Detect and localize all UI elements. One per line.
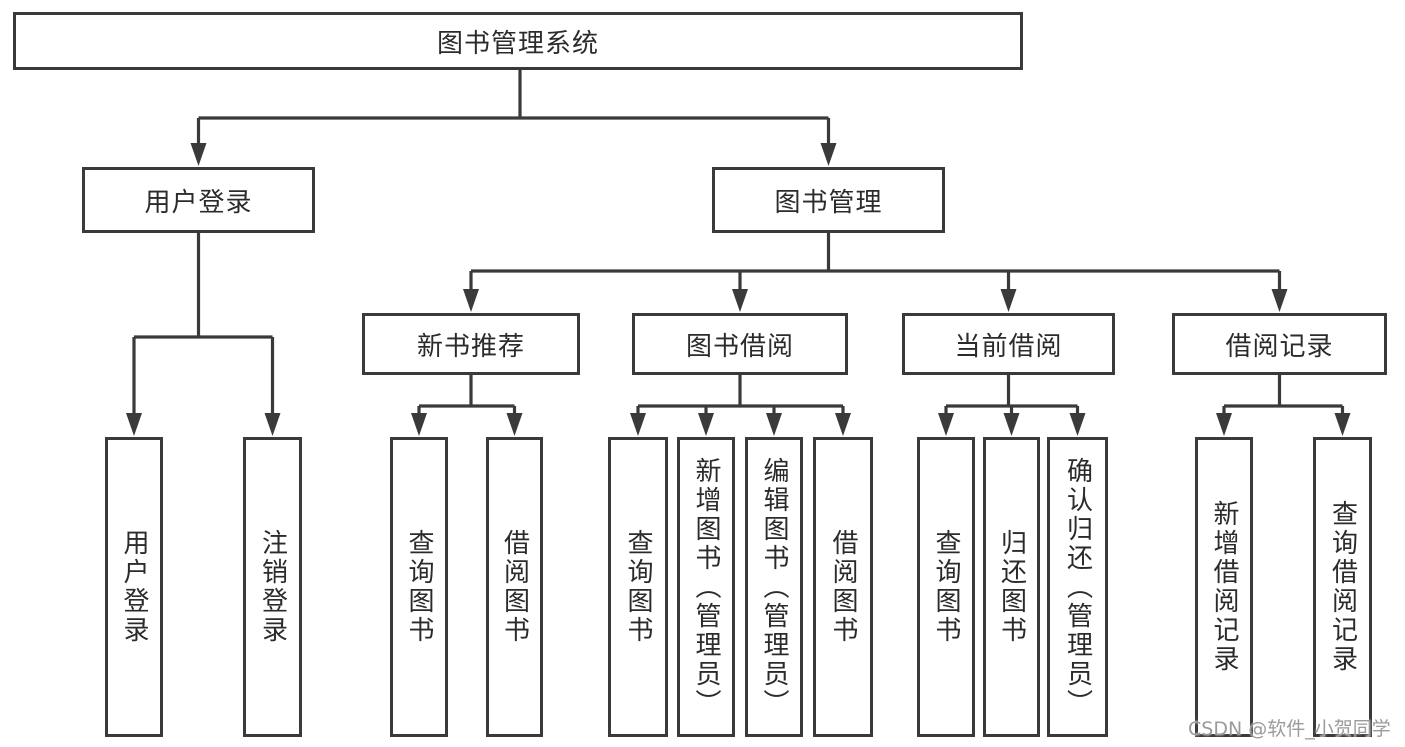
arrow-down-icon [1271, 289, 1288, 312]
connector-new-book-to-leaves [417, 375, 517, 415]
leaf-label: 查询图书 [404, 529, 434, 645]
arrow-down-icon [938, 413, 954, 436]
leaf-borrow-books: 借阅图书 [813, 437, 873, 737]
leaf-label: 查询借阅记录 [1327, 500, 1358, 674]
node-new-book-recommend: 新书推荐 [362, 313, 580, 375]
leaf-query-books-current: 查询图书 [917, 437, 975, 737]
leaf-logout: 注销登录 [243, 437, 302, 737]
arrow-down-icon [1000, 289, 1017, 312]
node-borrow-records: 借阅记录 [1172, 313, 1387, 375]
leaf-label: 借阅图书 [499, 529, 530, 645]
arrow-down-icon [126, 413, 142, 436]
leaf-query-borrow-record: 查询借阅记录 [1313, 437, 1372, 737]
arrow-down-icon [698, 413, 714, 436]
leaf-label: 借阅图书 [828, 529, 858, 645]
leaf-add-books-admin: 新增图书（管理员） [677, 437, 735, 737]
arrow-down-icon [1069, 413, 1086, 436]
node-user-login: 用户登录 [82, 167, 315, 233]
arrow-down-icon [411, 413, 427, 436]
leaf-label: 注销登录 [257, 529, 288, 645]
arrow-down-icon [835, 413, 851, 436]
arrow-down-icon [1003, 413, 1020, 436]
arrow-down-icon [506, 413, 523, 436]
leaf-edit-books-admin: 编辑图书（管理员） [745, 437, 803, 737]
arrow-down-icon [1334, 413, 1351, 436]
leaf-label: 用户登录 [119, 529, 149, 645]
leaf-label: 新增借阅记录 [1209, 500, 1239, 674]
arrow-down-icon [463, 289, 479, 312]
node-current-borrow: 当前借阅 [902, 313, 1115, 375]
leaf-label: 新增图书（管理员） [691, 456, 721, 718]
leaf-borrow-books-recommend: 借阅图书 [486, 437, 543, 737]
connector-root-to-level2 [196, 70, 831, 145]
arrow-down-icon [630, 413, 646, 436]
connector-current-borrow-to-leaves [944, 375, 1080, 415]
arrow-down-icon [190, 143, 207, 166]
leaf-label: 编辑图书（管理员） [759, 456, 789, 718]
leaf-query-books-recommend: 查询图书 [390, 437, 448, 737]
leaf-label: 查询图书 [623, 529, 653, 645]
arrow-down-icon [732, 289, 748, 312]
connector-book-mgmt-to-level3 [469, 233, 1282, 291]
root-node: 图书管理系统 [13, 12, 1023, 70]
leaf-label: 归还图书 [996, 529, 1027, 645]
connector-borrow-record-to-leaves [1222, 375, 1345, 415]
leaf-query-books-borrow: 查询图书 [608, 437, 668, 737]
leaf-label: 确认归还（管理员） [1062, 456, 1093, 718]
node-book-borrow: 图书借阅 [632, 313, 848, 375]
arrow-down-icon [820, 143, 837, 166]
arrow-down-icon [1216, 413, 1232, 436]
leaf-add-borrow-record: 新增借阅记录 [1195, 437, 1253, 737]
arrow-down-icon [264, 413, 281, 436]
connector-book-borrow-to-leaves [636, 375, 845, 415]
leaf-confirm-return-admin: 确认归还（管理员） [1047, 437, 1108, 737]
connector-user-login-to-leaves [132, 233, 275, 415]
arrowheads [126, 143, 1351, 436]
leaf-user-login: 用户登录 [105, 437, 163, 737]
watermark: CSDN @软件_小贺同学 [1188, 718, 1391, 740]
arrow-down-icon [766, 413, 782, 436]
leaf-label: 查询图书 [931, 529, 961, 645]
node-book-management: 图书管理 [712, 167, 945, 233]
leaf-return-books: 归还图书 [983, 437, 1040, 737]
